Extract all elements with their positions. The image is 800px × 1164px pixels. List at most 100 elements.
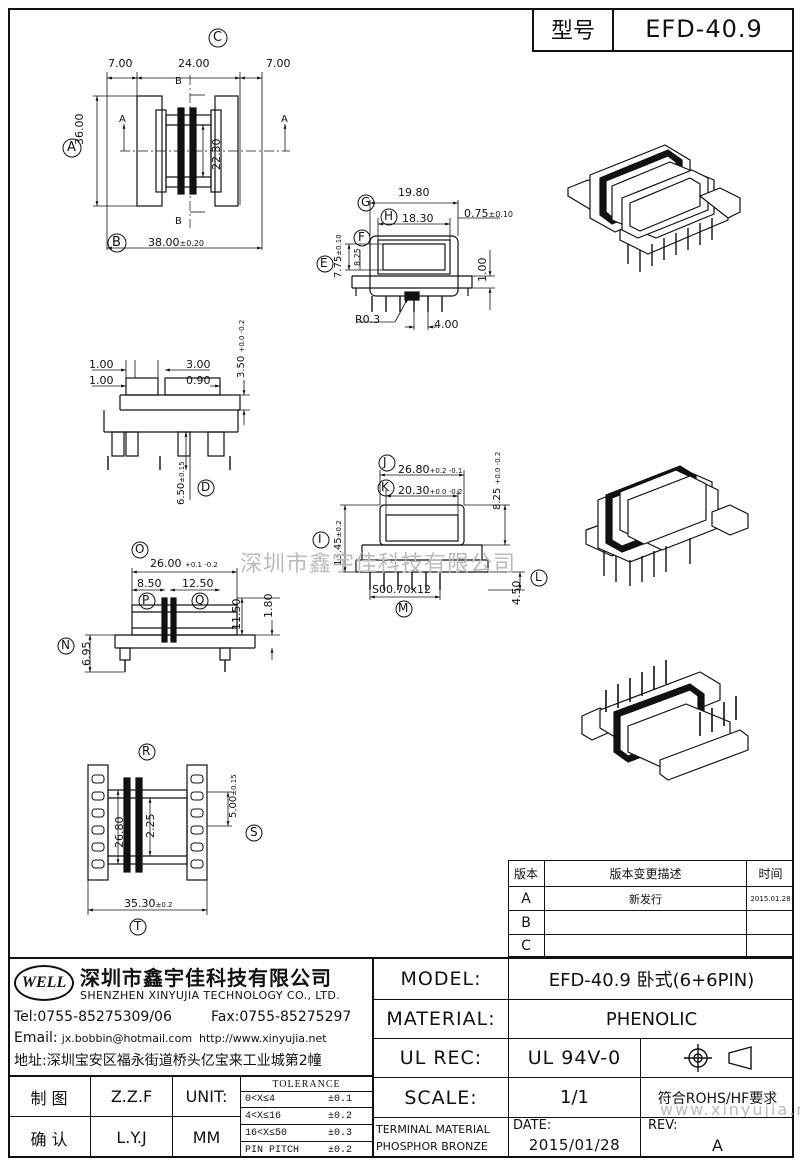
tol-row-1-range: 0<X≤4	[245, 1094, 276, 1105]
tb-r1	[374, 999, 794, 1000]
dim-bf-450: 4.50	[510, 580, 523, 606]
dim-top-left: 7.00	[108, 57, 133, 70]
watermark: 深圳市鑫宇佳科技有限公司	[240, 552, 517, 577]
label-c: C	[213, 30, 223, 45]
title-block-vdiv2	[508, 957, 509, 1158]
tol-row-2-tol: ±0.2	[328, 1110, 353, 1122]
tb-v3	[640, 1038, 641, 1077]
logo-text: WELL	[21, 974, 67, 991]
view-side	[92, 360, 250, 500]
tol-row-2-range: 4<X≤16	[245, 1110, 282, 1122]
dim-front-f: 7.75±0.10	[333, 234, 344, 278]
tol-row-1-tol: ±0.1	[328, 1094, 353, 1105]
rev-value: A	[712, 1135, 723, 1155]
dim-bot-2680: 26.80	[113, 816, 126, 849]
label-p: P	[142, 593, 150, 607]
view-section	[85, 568, 280, 673]
rev-row1	[508, 886, 794, 887]
tb-r2	[374, 1038, 794, 1039]
dim-top-inner: 22.30	[210, 138, 223, 171]
rev-header-date: 时间	[758, 866, 783, 881]
label-t: T	[134, 919, 142, 933]
company-email-row: Email: jx.bobbin@hotmail.com	[14, 1030, 193, 1046]
title-block-top-line	[8, 957, 794, 959]
unit-value: MM	[192, 1128, 221, 1147]
ulrec-value: UL 94V-0	[527, 1047, 622, 1069]
label-i: I	[318, 532, 322, 546]
dim-front-r: R0.3	[355, 313, 381, 326]
label-e: E	[320, 256, 328, 270]
tol-row-3-tol: ±0.3	[328, 1127, 353, 1139]
type-divider	[612, 8, 614, 52]
dim-front-g: 19.80	[398, 186, 430, 199]
tol-title: TOLERANCE	[272, 1078, 341, 1090]
tol-h0	[241, 1091, 372, 1092]
dim-sec-q: 12.50	[182, 577, 214, 590]
label-d: D	[201, 480, 211, 494]
dim-top-width: 38.00±0.20	[148, 236, 205, 249]
terminal-label-2: PHOSPHOR BRONZE	[376, 1139, 488, 1153]
label-k: K	[381, 480, 389, 494]
label-s: S	[250, 825, 258, 839]
dim-front-t: 0.75±0.10	[464, 207, 514, 220]
rev-a-desc: 新发行	[629, 892, 662, 906]
view-bottom-front	[340, 470, 525, 600]
type-value: EFD-40.9	[645, 15, 763, 43]
draw-label: 制 图	[30, 1088, 68, 1108]
rev-col1	[544, 860, 545, 957]
dim-front-h: 18.30	[402, 212, 434, 225]
rev-row2	[508, 910, 794, 911]
revision-table	[508, 860, 794, 957]
view-bottom	[87, 764, 232, 915]
rev-a: A	[521, 890, 531, 907]
dim-side-650: 6.50±0.15	[176, 461, 187, 505]
dim-top-mid: 24.00	[178, 57, 210, 70]
company-logo: WELL	[14, 965, 74, 1001]
unit-label: UNIT:	[185, 1087, 228, 1106]
dim-bot-225: 2.25	[144, 813, 157, 839]
company-name-cn: 深圳市鑫宇佳科技有限公司	[80, 966, 332, 990]
iso-view-3	[581, 660, 749, 781]
projection-symbol-icon	[684, 1044, 752, 1072]
dim-sec-1150: 11.50	[230, 598, 243, 631]
title-block-vdiv	[372, 957, 374, 1158]
tol-h3	[241, 1141, 372, 1142]
view-front	[345, 200, 500, 330]
type-box	[532, 8, 794, 52]
company-address: 地址:深圳宝安区福永街道桥头亿宝来工业城第2幢	[14, 1053, 322, 1069]
iso-view-1	[567, 144, 741, 272]
tb-v5	[640, 1077, 641, 1117]
label-j: J	[383, 455, 387, 469]
signoff-top-line	[8, 1075, 374, 1077]
dim-sec-p: 8.50	[137, 577, 162, 590]
tb-r3	[374, 1077, 794, 1078]
dim-sec-180: 1.80	[262, 593, 275, 619]
company-fax: Fax:0755-85275297	[211, 1009, 352, 1025]
sec-b-top: B	[175, 76, 182, 87]
company-name-en: SHENZHEN XINYUJIA TECHNOLOGY CO., LTD.	[80, 989, 341, 1002]
dim-front-4: 4.00	[434, 318, 459, 331]
tb-r4	[374, 1117, 794, 1118]
tol-h1	[241, 1107, 372, 1108]
type-label: 型号	[550, 19, 595, 44]
dim-bot-3530: 35.30±0.2	[124, 897, 173, 910]
so-h1	[8, 1116, 240, 1117]
ulrec-label: UL REC:	[399, 1047, 483, 1069]
label-q: Q	[195, 593, 205, 607]
label-a: A	[67, 140, 76, 155]
terminal-label-1: TERMINAL MATERIAL	[376, 1122, 490, 1136]
dim-bf-k: 20.30+0.0 -0.2	[398, 484, 463, 497]
label-l: L	[535, 570, 542, 584]
rev-a-date: 2015.01.28	[750, 894, 791, 903]
drawing-frame	[8, 8, 794, 1158]
tol-row-4-range: PIN PITCH	[245, 1144, 300, 1156]
sec-a-right: A	[281, 114, 288, 125]
material-value: PHENOLIC	[605, 1008, 698, 1030]
dim-side-100a: 1.00	[89, 358, 114, 371]
dim-top-right: 7.00	[266, 57, 291, 70]
scale-label: SCALE:	[404, 1086, 478, 1109]
label-r: R	[142, 744, 151, 758]
rohs-note: 符合ROHS/HF要求	[657, 1090, 778, 1107]
rev-header-desc: 版本变更描述	[609, 866, 682, 881]
label-h: H	[384, 209, 394, 223]
